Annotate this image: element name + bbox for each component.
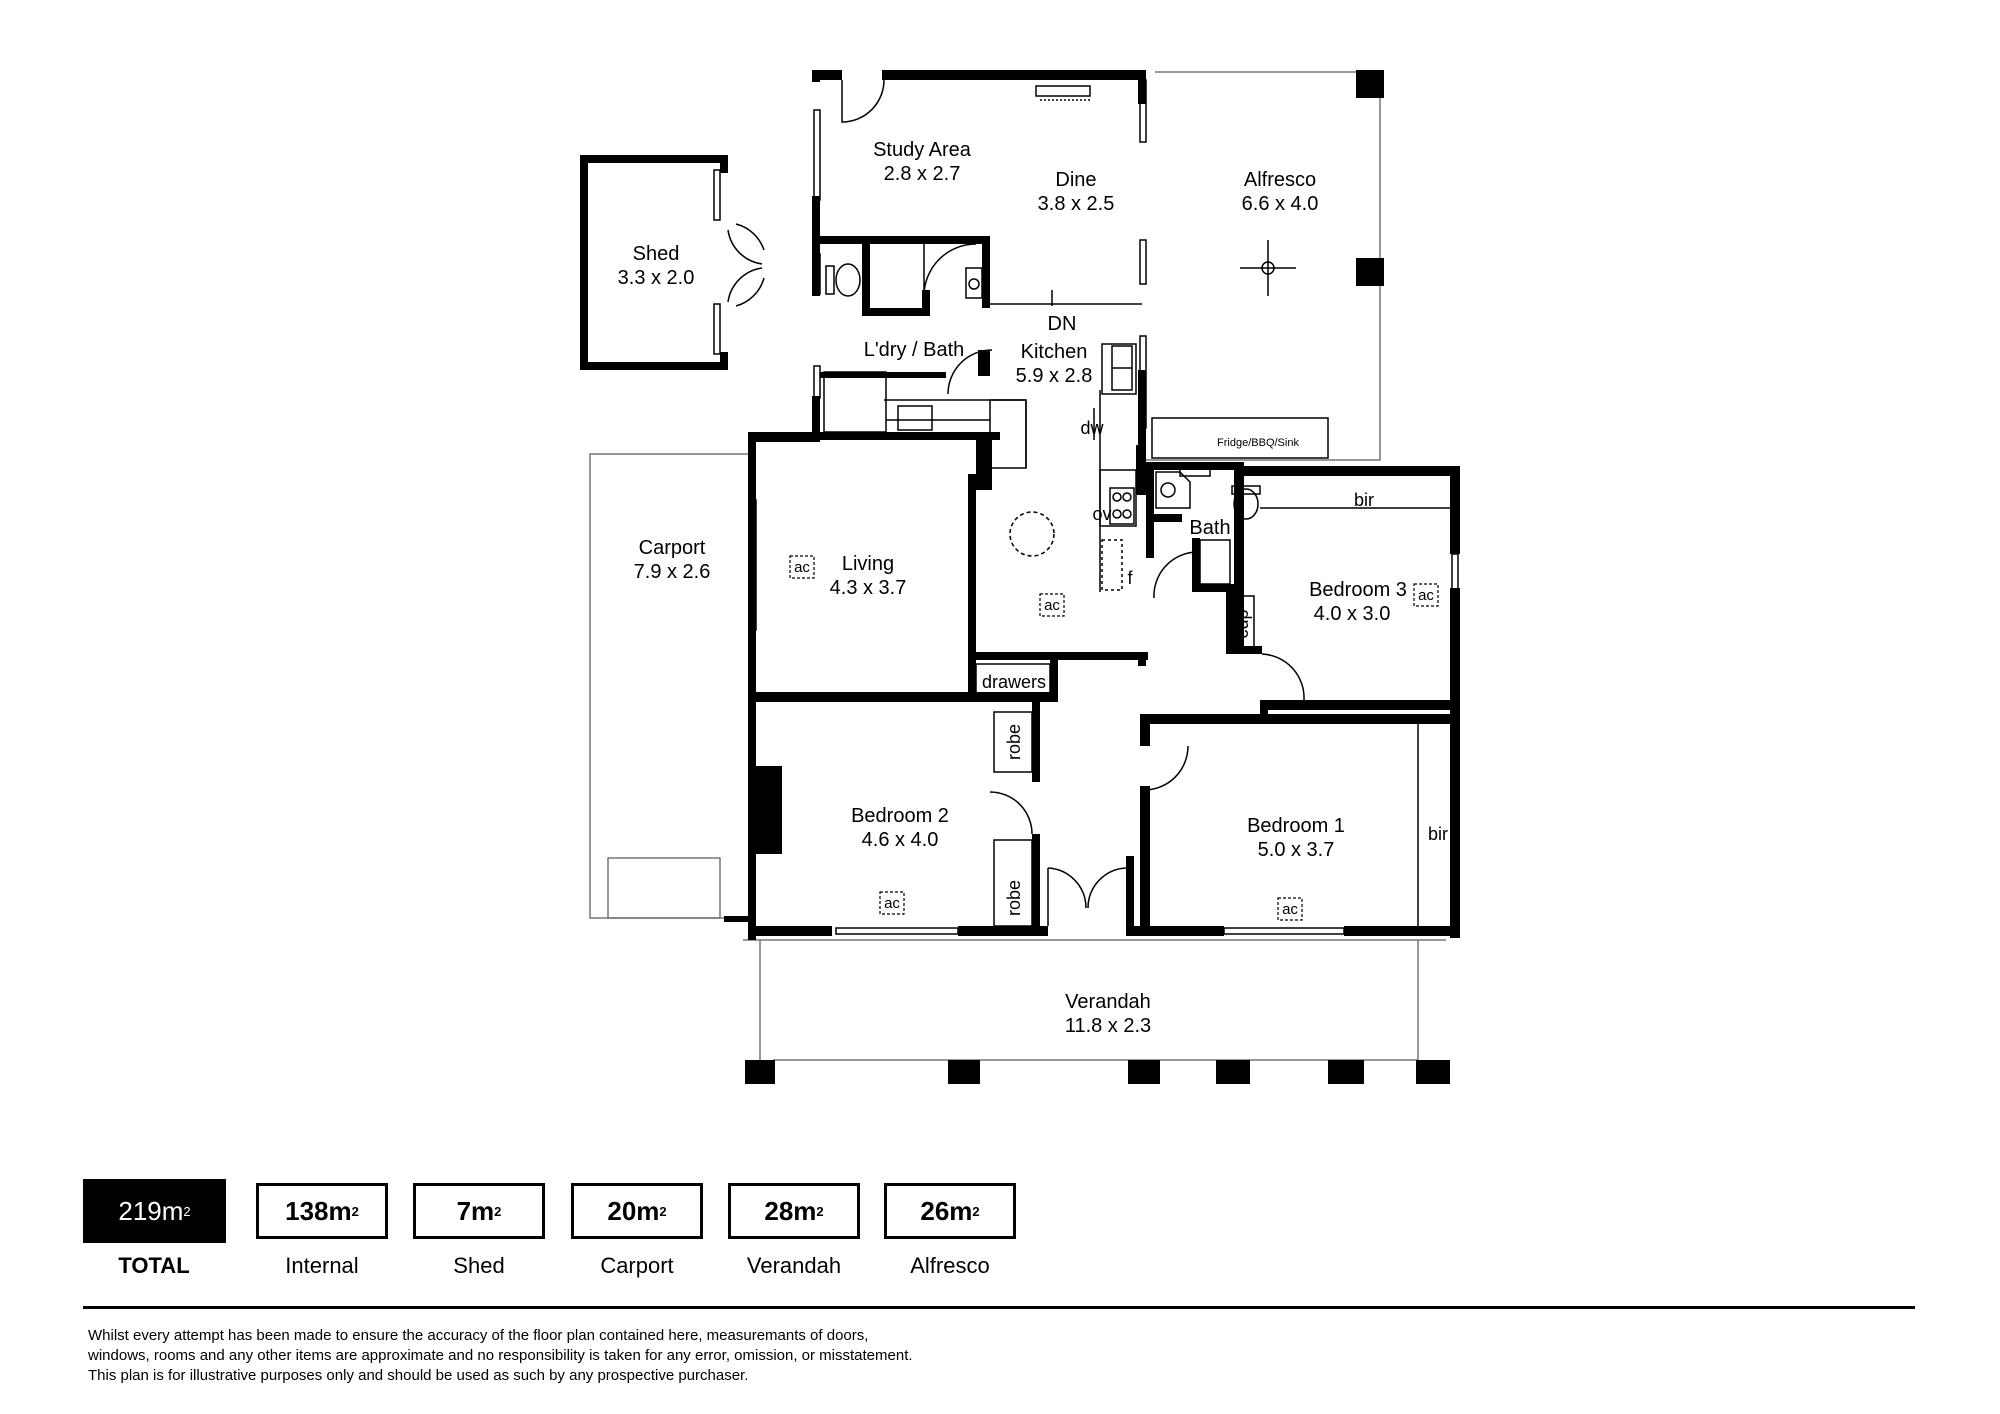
floor-plan: ac ac ac ac ac Study Area 2.8 x 2.7 Dine… xyxy=(580,70,1460,1084)
ac-label-bedroom1: ac xyxy=(1282,901,1298,918)
room-name-carport: Carport xyxy=(639,537,706,559)
room-size-bedroom2: 4.6 x 4.0 xyxy=(862,829,939,851)
room-size-dine: 3.8 x 2.5 xyxy=(1038,193,1115,215)
robe-label-upper: robe xyxy=(1004,724,1024,760)
shed-area-value: 7m xyxy=(456,1195,495,1226)
fittings xyxy=(713,79,1459,935)
robe-label-lower: robe xyxy=(1004,880,1024,916)
verandah-area-unit: 2 xyxy=(816,1203,824,1219)
room-name-laundry: L'dry / Bath xyxy=(864,339,965,361)
disclaimer: Whilst every attempt has been made to en… xyxy=(88,1326,1088,1386)
room-size-kitchen: 5.9 x 2.8 xyxy=(1016,365,1093,387)
alfresco-area-value: 26m xyxy=(920,1195,973,1226)
fridge-bbq-sink-label: Fridge/BBQ/Sink xyxy=(1217,437,1299,449)
internal-area-unit: 2 xyxy=(351,1203,359,1219)
cupboard-label: cup xyxy=(1232,609,1252,638)
alfresco-area-unit: 2 xyxy=(972,1203,980,1219)
room-name-bedroom3: Bedroom 3 xyxy=(1309,579,1407,601)
bir-label-bedroom1: bir xyxy=(1428,824,1448,844)
total-area-unit: 2 xyxy=(183,1203,191,1219)
room-size-study: 2.8 x 2.7 xyxy=(884,163,961,185)
footer-divider xyxy=(83,1306,1915,1309)
bir-label-bedroom3: bir xyxy=(1354,490,1374,510)
room-size-living: 4.3 x 3.7 xyxy=(830,577,907,599)
alfresco-area-label: Alfresco xyxy=(910,1253,990,1278)
verandah-outline xyxy=(743,939,1446,1061)
fridge-label: f xyxy=(1127,568,1133,588)
ac-units xyxy=(789,555,1439,921)
internal-area-label: Internal xyxy=(285,1253,359,1278)
ac-label-bedroom3: ac xyxy=(1418,587,1434,604)
room-size-verandah: 11.8 x 2.3 xyxy=(1065,1015,1151,1037)
verandah-area-label: Verandah xyxy=(746,1253,842,1278)
room-size-carport: 7.9 x 2.6 xyxy=(634,561,711,583)
dishwasher-label: dw xyxy=(1080,418,1104,438)
carport-area-unit: 2 xyxy=(659,1203,667,1219)
room-name-alfresco: Alfresco xyxy=(1244,169,1316,191)
disclaimer-line-2: windows, rooms and any other items are a… xyxy=(88,1347,913,1364)
room-name-living: Living xyxy=(842,553,894,575)
carport-outline xyxy=(589,453,748,919)
verandah-area-value: 28m xyxy=(764,1195,817,1226)
down-stairs-label: DN xyxy=(1048,313,1077,335)
carport-area-label: Carport xyxy=(600,1253,674,1278)
room-name-bedroom1: Bedroom 1 xyxy=(1247,815,1345,837)
room-name-verandah: Verandah xyxy=(1065,991,1151,1013)
room-name-dine: Dine xyxy=(1055,169,1096,191)
oven-label: ov xyxy=(1092,504,1111,524)
room-size-alfresco: 6.6 x 4.0 xyxy=(1242,193,1319,215)
total-area-value: 219m xyxy=(118,1195,184,1226)
room-size-shed: 3.3 x 2.0 xyxy=(618,267,695,289)
ac-label-living: ac xyxy=(794,559,810,576)
room-name-shed: Shed xyxy=(633,243,680,265)
drawers-label: drawers xyxy=(982,672,1046,692)
room-name-bedroom2: Bedroom 2 xyxy=(851,805,949,827)
room-size-bedroom3: 4.0 x 3.0 xyxy=(1314,603,1391,625)
room-size-bedroom1: 5.0 x 3.7 xyxy=(1258,839,1335,861)
ac-label-kitchen: ac xyxy=(1044,597,1060,614)
room-name-kitchen: Kitchen xyxy=(1021,341,1088,363)
walls xyxy=(580,70,1460,1084)
carport-area-value: 20m xyxy=(607,1195,660,1226)
ac-label-bedroom2: ac xyxy=(884,895,900,912)
room-name-bath: Bath xyxy=(1189,517,1230,539)
total-area-label: TOTAL xyxy=(118,1253,190,1278)
disclaimer-line-1: Whilst every attempt has been made to en… xyxy=(88,1327,869,1344)
disclaimer-line-3: This plan is for illustrative purposes o… xyxy=(88,1367,749,1384)
internal-area-value: 138m xyxy=(285,1195,352,1226)
shed-area-label: Shed xyxy=(453,1253,505,1278)
shed-area-unit: 2 xyxy=(494,1203,502,1219)
room-name-study: Study Area xyxy=(873,139,972,161)
